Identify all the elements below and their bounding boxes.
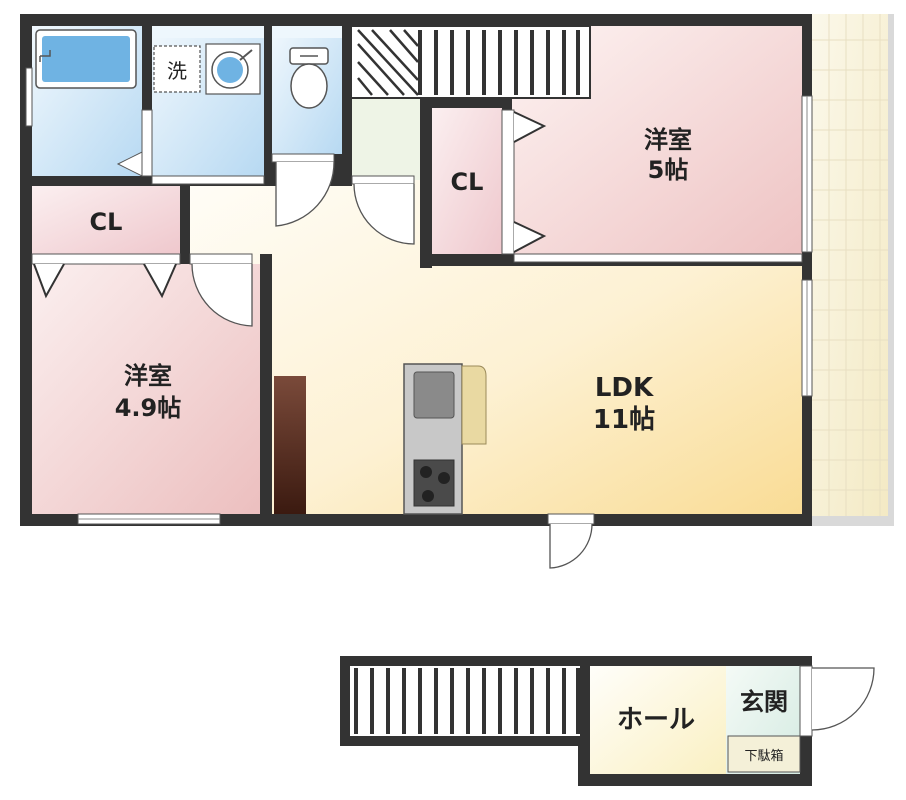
bath-door	[141, 109, 153, 177]
balcony	[812, 14, 894, 526]
hall	[590, 666, 726, 774]
toilet-fixture	[272, 26, 342, 109]
toilet-door	[271, 153, 335, 227]
shoe-cabinet-label: 下駄箱	[744, 748, 783, 764]
ldk-size: 11帖	[593, 405, 655, 435]
ldk-cabinet	[274, 376, 306, 514]
room-a-sliding-door	[513, 253, 803, 263]
closet-a	[432, 108, 502, 254]
interior-walls	[260, 26, 432, 514]
corridor-box	[352, 98, 420, 180]
ground-stairs	[354, 668, 580, 734]
upper-stairs	[349, 25, 591, 99]
closet-b-label: CL	[90, 208, 123, 236]
washroom-upper-window	[152, 26, 264, 38]
front-door	[811, 667, 875, 731]
room-b-name: 洋室	[124, 362, 172, 390]
closet-b-doors	[31, 253, 181, 299]
wash-basin	[205, 43, 261, 95]
closet-a-label: CL	[451, 168, 484, 196]
ground-floor	[340, 656, 875, 786]
shoe-cabinet	[727, 735, 801, 773]
storage-door	[351, 175, 415, 245]
washing-machine-space: 洗	[153, 45, 201, 93]
room-a-name: 洋室	[644, 126, 692, 154]
room-b-door	[189, 253, 253, 327]
closet-b	[32, 186, 180, 254]
ldk	[190, 180, 802, 514]
ldk-name: LDK	[595, 373, 654, 403]
washer-label: 洗	[167, 59, 187, 83]
front-door-frame	[799, 665, 813, 737]
entrance-label: 玄関	[740, 688, 788, 716]
kitchen-counter	[403, 363, 487, 515]
closet-a-doors	[501, 109, 547, 255]
room-b-size: 4.9帖	[115, 394, 182, 422]
ldk-exit-door	[547, 513, 595, 569]
bathtub	[25, 29, 137, 127]
room-a-size: 5帖	[648, 156, 689, 184]
washroom-sliding-door	[151, 175, 265, 185]
hall-label: ホール	[617, 705, 695, 735]
